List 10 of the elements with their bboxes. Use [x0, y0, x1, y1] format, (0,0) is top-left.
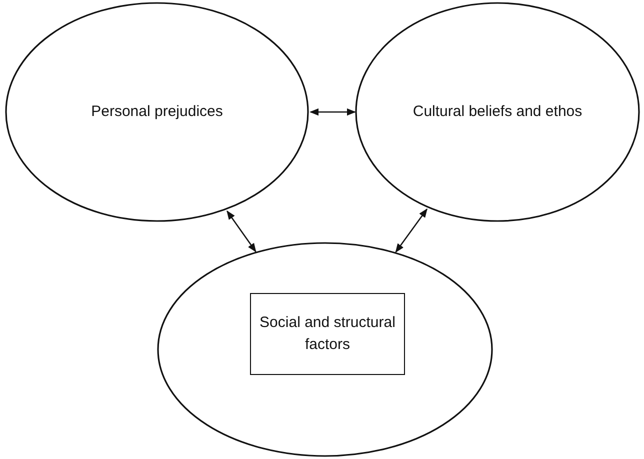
factor-box [250, 293, 405, 375]
node-label: Social and structural factors [258, 313, 396, 355]
ellipse-node [157, 242, 493, 457]
double-arrow [226, 210, 256, 252]
double-arrow [395, 208, 428, 253]
ellipse-node [5, 2, 309, 222]
node-label: Personal prejudices [91, 102, 223, 122]
ellipse-node [355, 2, 640, 222]
node-label: Cultural beliefs and ethos [412, 102, 582, 122]
double-arrow [310, 108, 356, 116]
